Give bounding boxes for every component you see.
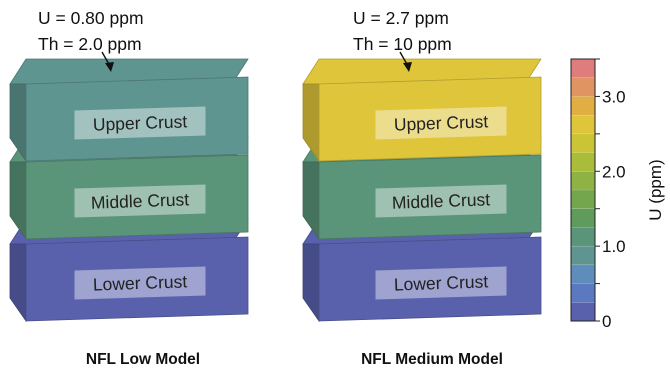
model-title: NFL Medium Model [361, 351, 503, 368]
colorbar-bin [571, 152, 595, 172]
colorbar-bin [571, 171, 595, 190]
layer-label-middle: Middle Crust [91, 189, 190, 212]
layer-label-upper: Upper Crust [394, 111, 489, 134]
annotation-u: U = 2.7 ppm [353, 8, 449, 28]
model-low: Lower Crust Middle Crust Upper Crust U = 0.… [9, 8, 249, 368]
colorbar-bin [571, 208, 595, 228]
colorbar-bin [571, 227, 595, 247]
colorbar-tick-label: 3.0 [602, 87, 626, 106]
layer-label-lower: Lower Crust [394, 271, 489, 294]
colorbar-axis-title: U (ppm) [646, 159, 665, 220]
layer-label-upper: Upper Crust [93, 111, 188, 134]
layer-label-plate [74, 106, 206, 140]
layer-label-plate [74, 266, 206, 300]
models-group: Lower Crust Middle Crust Upper Crust U = 0.… [9, 8, 542, 368]
annotation-arrow-head [403, 62, 412, 72]
model-title: NFL Low Model [86, 351, 200, 368]
colorbar-bin [571, 96, 595, 116]
colorbar-tick-label: 0 [602, 312, 611, 331]
layer-label-middle: Middle Crust [392, 189, 491, 212]
colorbar-bin [571, 302, 595, 321]
layer-side-face [302, 243, 320, 323]
colorbar-bin [571, 133, 595, 153]
layer-side-face [9, 161, 27, 241]
annotation-th: Th = 2.0 ppm [38, 34, 142, 54]
layer-label-plate [74, 184, 206, 218]
colorbar-frame [570, 58, 596, 322]
layer-label-plate [375, 106, 507, 140]
annotation-u: U = 0.80 ppm [38, 8, 144, 28]
colorbar-tick-label: 1.0 [602, 237, 626, 256]
annotation-th: Th = 10 ppm [353, 34, 452, 54]
colorbar-bin [571, 264, 595, 284]
layer-block-upper: Upper Crust [302, 58, 542, 163]
model-medium: Lower Crust Middle Crust Upper Crust U = 2.… [302, 8, 542, 368]
colorbar-bin [571, 283, 595, 303]
colorbar-bin [571, 246, 595, 265]
annotation-arrow-head [105, 62, 114, 72]
colorbar-bin [571, 190, 595, 209]
colorbar-bin [571, 77, 595, 97]
layer-side-face [302, 161, 320, 241]
layer-block-upper: Upper Crust [9, 58, 249, 163]
layer-side-face [9, 243, 27, 323]
colorbar-tick-label: 2.0 [602, 162, 626, 181]
layer-side-face [9, 83, 27, 163]
layer-label-plate [375, 184, 507, 218]
layer-side-face [302, 83, 320, 163]
colorbar: 0 1.0 2.0 3.0 U (ppm) [570, 58, 665, 331]
colorbar-bin [571, 115, 595, 134]
colorbar-bin [571, 59, 595, 78]
layer-label-lower: Lower Crust [93, 271, 188, 294]
layer-label-plate [375, 266, 507, 300]
